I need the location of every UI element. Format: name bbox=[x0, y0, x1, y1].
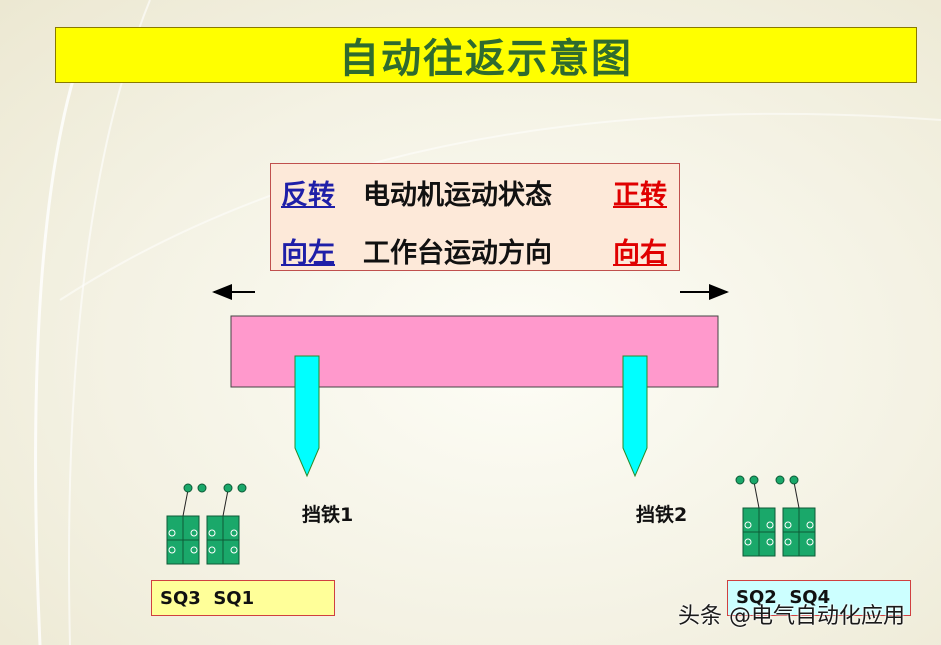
limit-switch-sq1 bbox=[206, 483, 247, 565]
limit-switch-sq3 bbox=[166, 483, 207, 565]
right-direction-label: 向右 bbox=[613, 237, 667, 269]
forward-label: 正转 bbox=[613, 179, 667, 211]
right-switch-label: SQ2 SQ4 bbox=[736, 587, 831, 608]
watermark: 头条 @电气自动化应用 bbox=[678, 604, 905, 629]
stop-2 bbox=[622, 355, 648, 478]
motor-state-label: 电动机运动状态 bbox=[363, 179, 552, 211]
stop-1 bbox=[294, 355, 320, 478]
motor-state-box: 反转 电动机运动状态 正转 向左 工作台运动方向 向右 bbox=[270, 163, 680, 271]
left-direction-label: 向左 bbox=[281, 237, 335, 269]
left-switch-label-box: SQ3 SQ1 bbox=[151, 580, 335, 616]
limit-switch-sq2 bbox=[735, 475, 776, 557]
direction-row: 向左 工作台运动方向 向右 bbox=[271, 230, 679, 270]
table-direction-label: 工作台运动方向 bbox=[363, 237, 552, 269]
motor-state-row: 反转 电动机运动状态 正转 bbox=[271, 172, 679, 212]
stop-1-label: 挡铁1 bbox=[302, 504, 354, 526]
stop-2-label: 挡铁2 bbox=[636, 504, 688, 526]
title-bar: 自动往返示意图 bbox=[55, 27, 917, 83]
right-switch-label-box: SQ2 SQ4 bbox=[727, 580, 911, 616]
page-title: 自动往返示意图 bbox=[339, 36, 633, 82]
reverse-label: 反转 bbox=[281, 179, 335, 211]
left-switch-label: SQ3 SQ1 bbox=[160, 587, 255, 609]
limit-switch-sq4 bbox=[775, 475, 816, 557]
